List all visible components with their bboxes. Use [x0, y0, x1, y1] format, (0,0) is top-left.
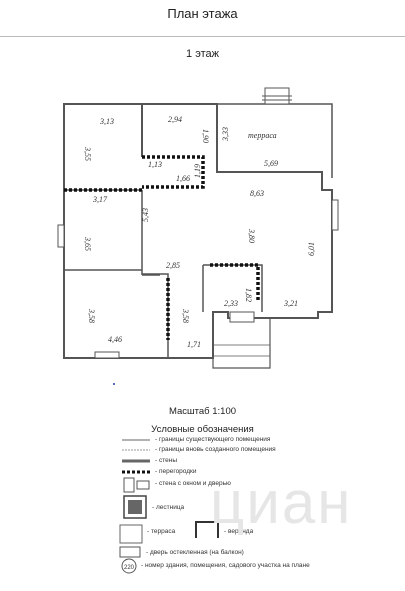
partition [142, 155, 205, 189]
dimension-label: 1,82 [244, 288, 253, 302]
window [94, 351, 120, 359]
window [229, 311, 255, 323]
dimension-label: 2,33 [224, 299, 238, 308]
porch-steps [213, 344, 270, 357]
dimension-label: 1,90 [201, 129, 210, 143]
window [57, 224, 65, 248]
legend-item: - границы вновь созданного помещения [155, 446, 276, 453]
glazed-door-symbol [119, 546, 141, 558]
dimension-label: 3,58 [87, 308, 96, 323]
porch-outline [212, 318, 271, 369]
veranda-symbol [195, 521, 219, 538]
legend-item: - границы существующего помещения [155, 436, 271, 443]
window-door-symbol [123, 477, 135, 493]
dimension-label: 3,17 [92, 195, 108, 204]
legend-item: - дверь остекленная (на балкон) [146, 549, 244, 556]
legend-title: Условные обозначения [151, 424, 254, 435]
dimension-label: 3,13 [99, 117, 114, 126]
partition [210, 263, 260, 300]
floor-label: 1 этаж [186, 48, 219, 60]
dimension-label: 1,71 [187, 340, 201, 349]
dimension-label: 3,33 [221, 127, 230, 142]
window [331, 199, 339, 231]
marker-dot [113, 383, 115, 385]
terrace-symbol [119, 524, 143, 544]
terrace-outline [217, 103, 333, 178]
dimension-label: 6,01 [307, 242, 316, 256]
dimension-label: 3,21 [283, 299, 298, 308]
scale-label: Масштаб 1:100 [168, 406, 237, 417]
legend-item: - терраса [147, 528, 176, 535]
dimension-label: 5,69 [264, 159, 278, 168]
legend-item: - перегородки [155, 468, 197, 475]
dimension-label: 1,13 [148, 160, 162, 169]
legend-item: - стена с окном и дверью [155, 480, 231, 487]
dimension-label: 3,80 [247, 228, 256, 243]
page-title: План этажа [167, 6, 238, 21]
dimension-label: 3,65 [83, 236, 92, 251]
number-badge-icon [121, 558, 137, 574]
dimension-label: 3,55 [83, 146, 92, 161]
legend-item: - номер здания, помещения, садового учас… [141, 562, 310, 569]
stairs-symbol [123, 495, 147, 519]
dimension-label: 3,58 [181, 308, 190, 323]
watermark: циан [210, 469, 353, 536]
interior-wall [64, 189, 160, 276]
legend-item: - стены [155, 457, 178, 464]
floor-plan-drawing: терраса 3,13 3,55 2,94 1,90 3,33 5,69 1,… [57, 87, 339, 385]
terrace-steps [262, 95, 292, 101]
title-divider [0, 36, 405, 37]
legend-item: - лестница [152, 504, 185, 511]
dimension-label: 1,19 [193, 164, 202, 178]
dimension-label: 4,46 [108, 335, 122, 344]
dimension-label: 2,94 [168, 115, 182, 124]
terrace-label: терраса [248, 131, 277, 140]
dimension-label: 1,66 [176, 174, 190, 183]
dimension-label: 8,63 [250, 189, 264, 198]
dimension-label: 2,85 [166, 261, 180, 270]
dimension-label: 5,43 [141, 208, 150, 222]
legend-item: - веранда [224, 528, 254, 535]
number-badge-text: 220 [124, 565, 135, 571]
